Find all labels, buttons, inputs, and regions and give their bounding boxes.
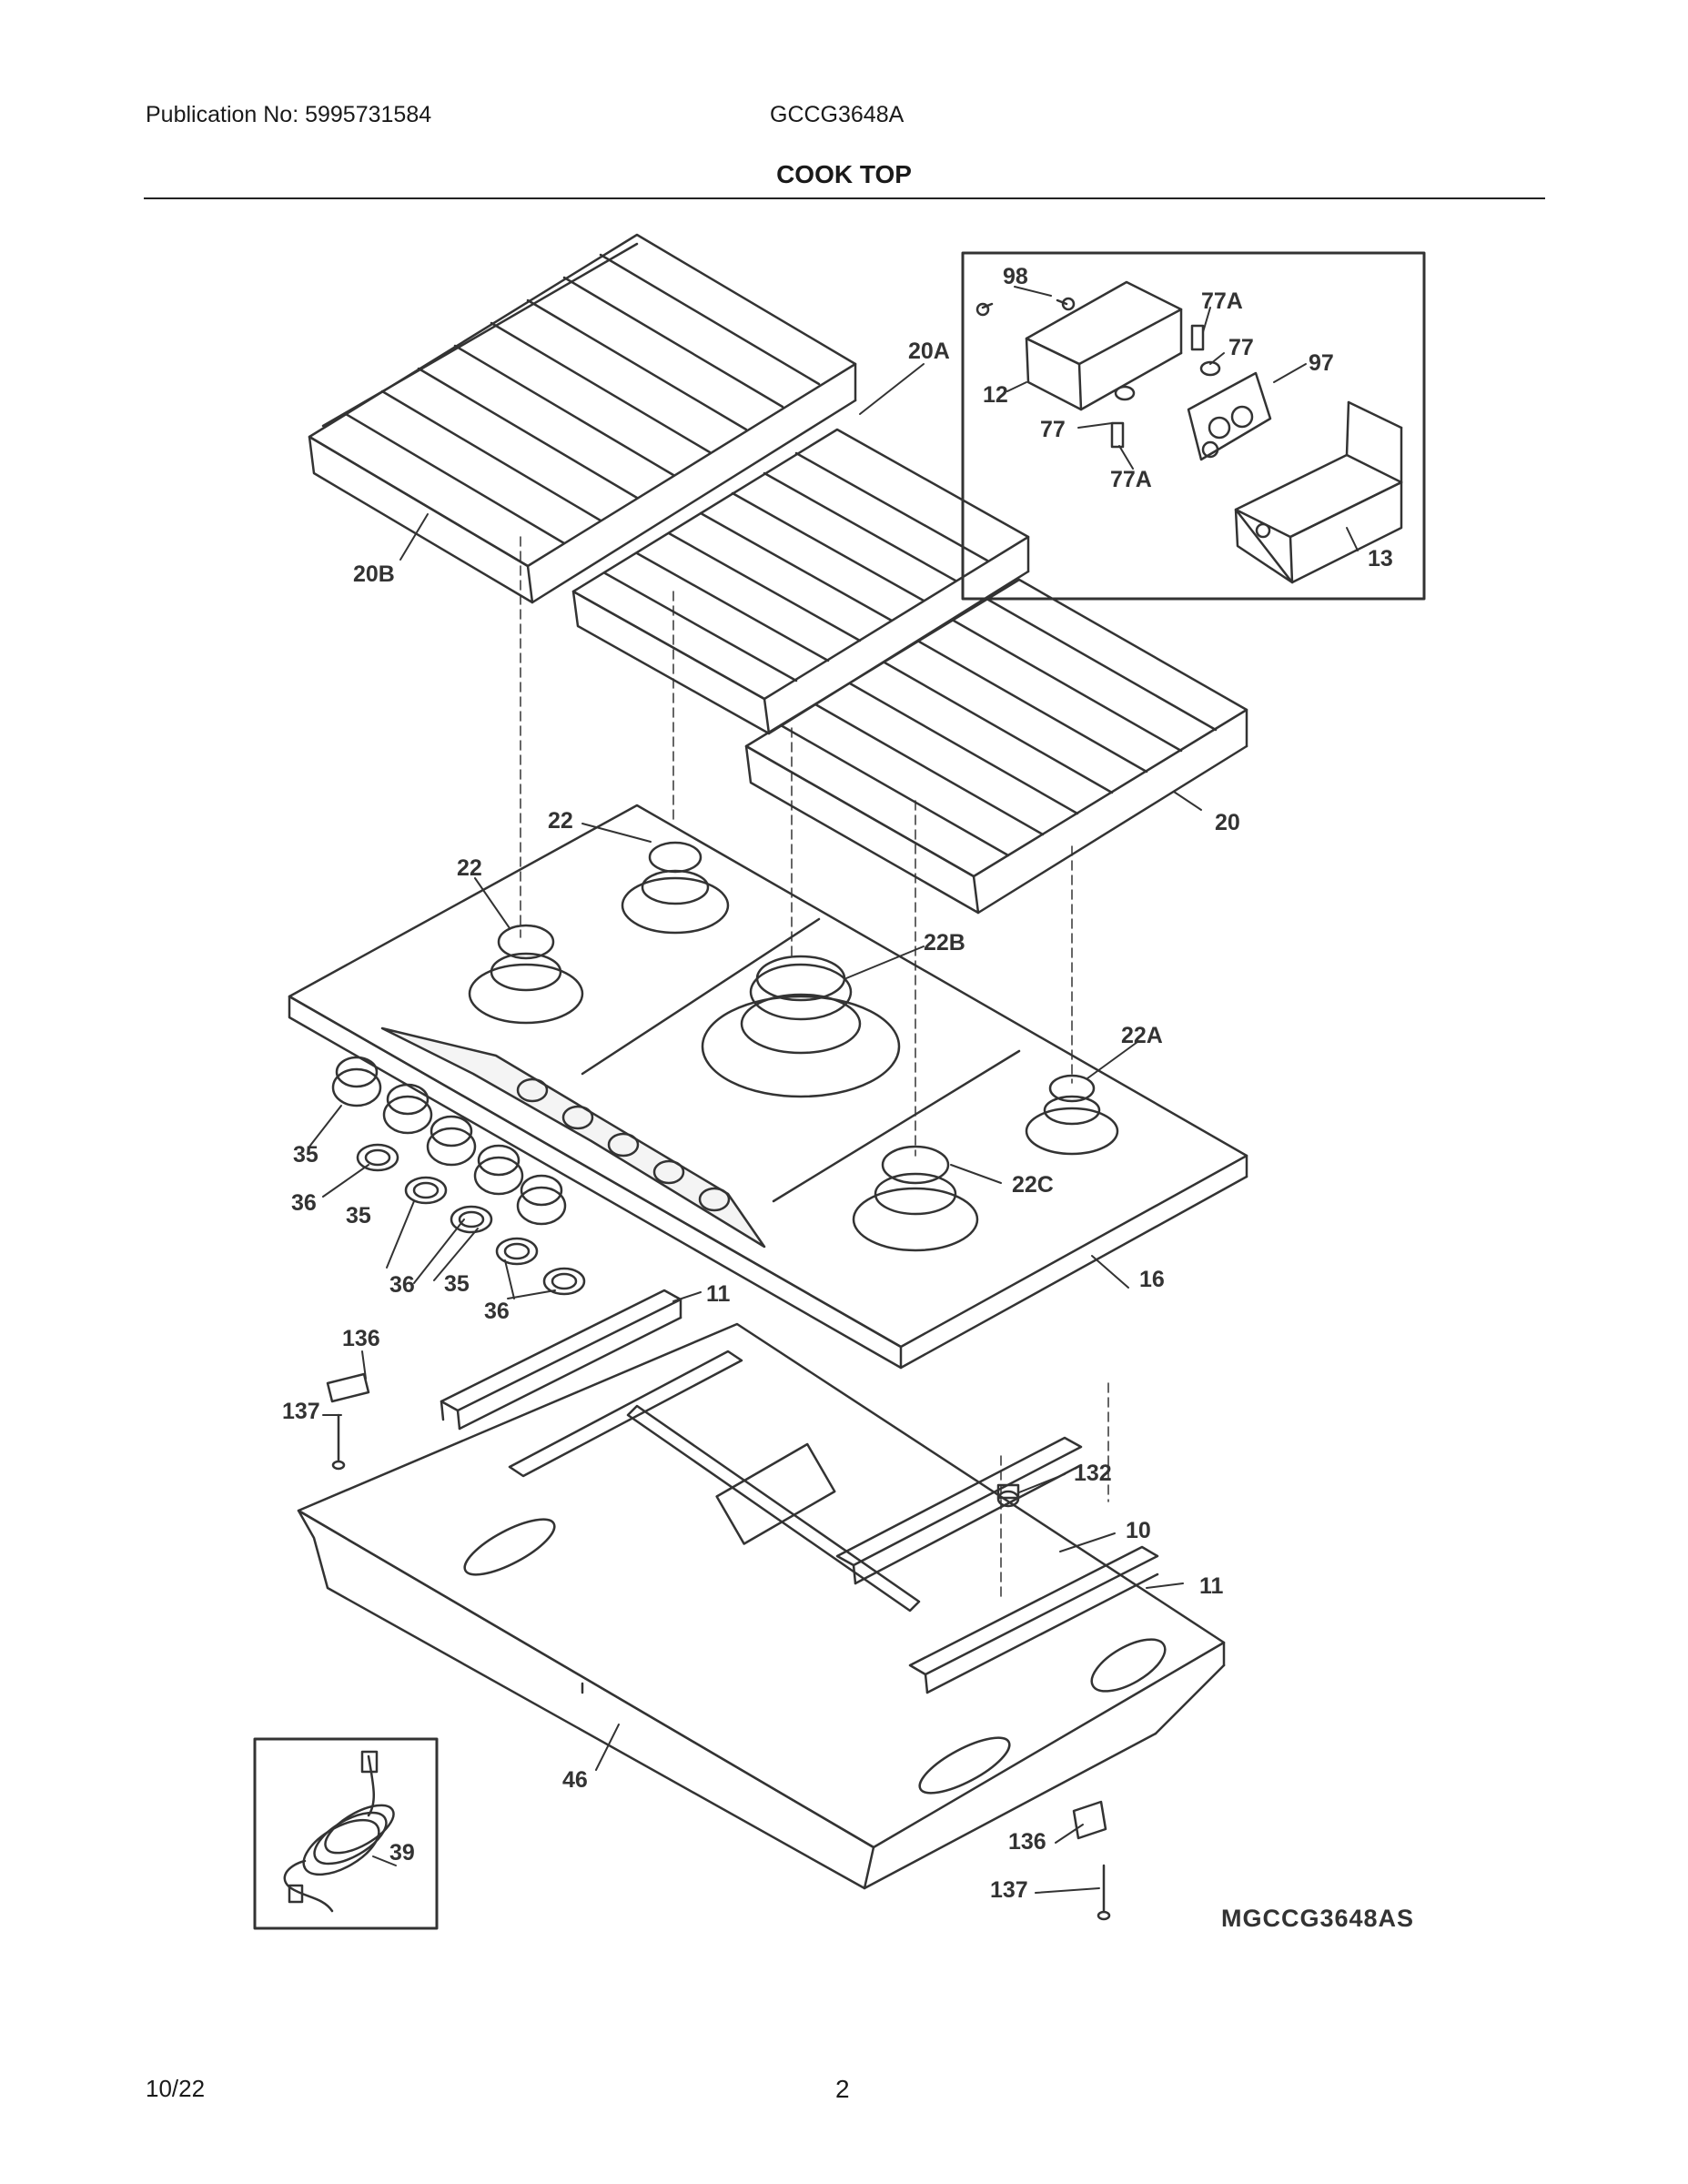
callout-35-b: 35 [346, 1203, 371, 1228]
callout-137-bot: 137 [990, 1877, 1028, 1903]
callout-16: 16 [1139, 1267, 1165, 1292]
burner-22B [701, 955, 901, 1098]
diagram-code: MGCCG3648AS [1221, 1905, 1415, 1932]
callout-77A-top: 77A [1201, 288, 1243, 314]
callout-77-mid: 77 [1040, 417, 1066, 442]
callout-136-bot: 136 [1008, 1829, 1046, 1855]
burner-22C [852, 1145, 979, 1252]
model-number: GCCG3648A [770, 102, 905, 127]
callout-35-a: 35 [293, 1142, 318, 1168]
burner-22-left [468, 924, 584, 1025]
callout-46: 46 [562, 1767, 588, 1793]
callout-20: 20 [1215, 810, 1240, 835]
callout-36-c: 36 [484, 1299, 510, 1324]
callout-97: 97 [1309, 350, 1334, 376]
page-number: 2 [835, 2075, 850, 2103]
callout-22C: 22C [1012, 1172, 1054, 1198]
power-cord-inset [253, 1737, 439, 1930]
header-divider [144, 197, 1545, 199]
alignment-lines [520, 536, 1109, 1603]
callout-77-top: 77 [1228, 335, 1254, 360]
knobs-and-bezels [331, 1056, 586, 1296]
callout-10: 10 [1126, 1518, 1151, 1543]
grate-20A [571, 428, 1030, 735]
callout-22B: 22B [924, 930, 965, 956]
callout-35-c: 35 [444, 1271, 470, 1297]
callout-36-a: 36 [291, 1190, 317, 1216]
callout-20A: 20A [908, 339, 950, 364]
callout-132: 132 [1074, 1461, 1112, 1486]
callout-136-top: 136 [342, 1326, 380, 1351]
callout-22-top: 22 [548, 808, 573, 834]
burner-22-rear [621, 841, 730, 935]
callout-11-top: 11 [706, 1281, 731, 1307]
callout-39: 39 [389, 1840, 415, 1866]
callout-36-b: 36 [389, 1272, 415, 1298]
leader-lines [308, 286, 1359, 1894]
control-module-inset [961, 251, 1426, 601]
callout-77A-bot: 77A [1110, 467, 1152, 492]
publication-number: Publication No: 5995731584 [146, 102, 432, 127]
callout-98: 98 [1003, 264, 1028, 289]
callout-20B: 20B [353, 561, 395, 587]
callout-12: 12 [983, 382, 1008, 408]
burner-22A [1025, 1074, 1119, 1156]
callout-137-top: 137 [282, 1399, 320, 1424]
brackets [440, 1289, 1159, 1694]
callout-11-right: 11 [1199, 1573, 1224, 1599]
callout-22-left: 22 [457, 855, 482, 881]
callout-22A: 22A [1121, 1023, 1163, 1048]
side-bracket-and-screw [326, 1372, 1111, 1921]
base-pan [297, 1322, 1226, 1890]
grate-20 [744, 578, 1248, 915]
revision-date: 10/22 [146, 2075, 206, 2102]
page-title: COOK TOP [776, 160, 912, 188]
grate-20B [308, 233, 857, 604]
callout-13: 13 [1368, 546, 1393, 571]
cooktop-surface [288, 804, 1248, 1370]
